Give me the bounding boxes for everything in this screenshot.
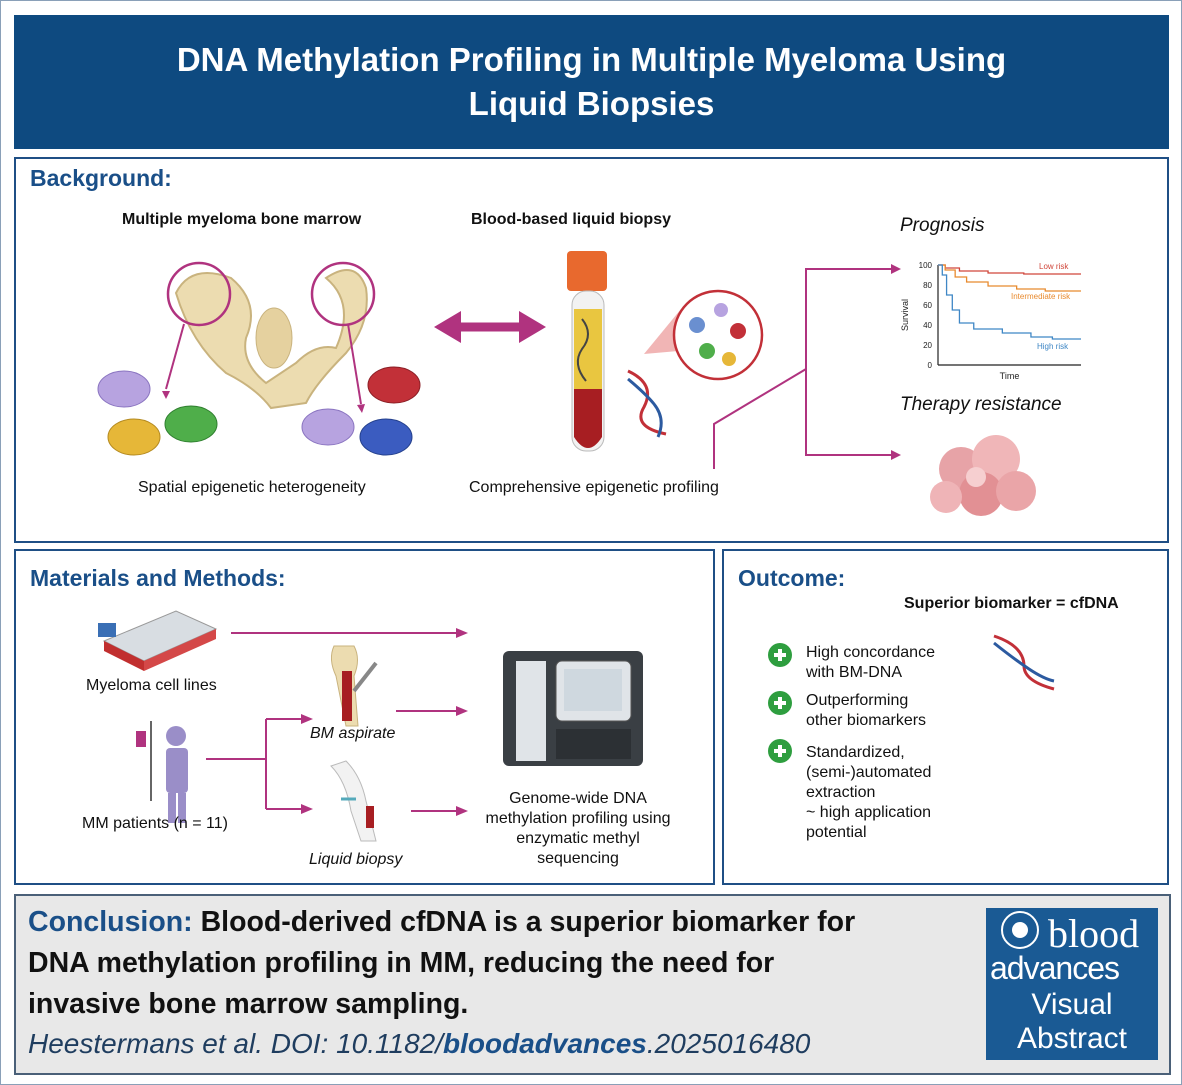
bm-aspirate-label: BM aspirate [310, 725, 396, 742]
outcome-item: Outperforming other biomarkers [806, 692, 927, 729]
liquid-biopsy-method-label: Liquid biopsy [309, 851, 403, 868]
myeloma-cells-right [301, 366, 421, 456]
prognosis-label: Prognosis [900, 215, 985, 236]
outcome-illustrations [768, 634, 1055, 763]
cell-culture-flask-icon [98, 610, 218, 671]
plus-icon [768, 643, 792, 667]
bone-marrow-circle-right [310, 261, 376, 327]
arm-blood-draw-icon [330, 760, 377, 842]
patient-icon [136, 721, 188, 823]
comprehensive-label: Comprehensive epigenetic profiling [469, 479, 719, 496]
myeloma-cells-left [97, 370, 218, 456]
high-risk-curve [938, 264, 1081, 340]
citation: Heestermans et al. DOI: 10.1182/bloodadv… [28, 1028, 811, 1059]
outcome-panel: Outcome: Superior biomarker = cfDNA High… [722, 549, 1169, 885]
spatial-label: Spatial epigenetic heterogeneity [138, 479, 366, 496]
intermediate-risk-curve [938, 264, 1081, 292]
y-tick-label: 0 [928, 361, 933, 370]
outcome-subtitle: Superior biomarker = cfDNA [904, 595, 1119, 612]
blood-advances-logo: blood advances Visual Abstract [986, 908, 1158, 1060]
outcome-heading: Outcome: [738, 565, 846, 591]
bone-marrow-circle-left [166, 261, 232, 327]
background-illustrations [97, 251, 1036, 516]
low-risk-label: Low risk [1039, 262, 1069, 271]
title-banner: DNA Methylation Profiling in Multiple My… [14, 15, 1169, 149]
methods-illustrations [98, 610, 643, 842]
bone-marrow-label: Multiple myeloma bone marrow [122, 211, 362, 228]
y-axis-label: Survival [900, 299, 910, 331]
dna-helix-icon [993, 634, 1055, 691]
background-heading: Background: [30, 165, 172, 191]
intermediate-risk-label: Intermediate risk [1011, 292, 1071, 301]
methods-panel: Materials and Methods: Myeloma cell line… [14, 549, 715, 885]
plus-icon [768, 739, 792, 763]
sequencing-label: Genome-wide DNA methylation profiling us… [485, 790, 671, 867]
double-arrow-icon [434, 311, 546, 343]
cell-lines-label: Myeloma cell lines [86, 677, 217, 694]
seal-icon [1001, 911, 1039, 949]
femur-syringe-icon [330, 645, 378, 727]
high-risk-label: High risk [1037, 342, 1069, 351]
pelvis-icon [174, 269, 368, 410]
liquid-biopsy-label: Blood-based liquid biopsy [471, 211, 671, 228]
methods-heading: Materials and Methods: [30, 565, 286, 591]
outcome-item: Standardized, (semi-)automated extractio… [806, 744, 932, 841]
therapy-resistance-label: Therapy resistance [900, 394, 1062, 415]
title-line-2: Liquid Biopsies [468, 85, 715, 122]
y-tick-label: 40 [923, 321, 932, 330]
conclusion-lead: Conclusion: [28, 906, 193, 938]
x-axis-label: Time [1000, 371, 1020, 381]
y-tick-label: 60 [923, 301, 932, 310]
y-tick-label: 100 [919, 261, 933, 270]
y-tick-label: 20 [923, 341, 932, 350]
outcome-item: High concordance with BM-DNA [806, 644, 935, 681]
patients-label: MM patients (n = 11) [82, 815, 228, 832]
title-line-1: DNA Methylation Profiling in Multiple My… [176, 41, 1007, 78]
plus-icon [768, 691, 792, 715]
dna-helix-icon [627, 369, 667, 438]
blood-tube-icon [567, 251, 607, 452]
tumor-cluster-icon [930, 435, 1036, 516]
conclusion-text: Conclusion: Blood-derived cfDNA is a sup… [28, 906, 856, 1020]
sequencer-icon [503, 651, 643, 766]
cfdna-magnifier [644, 289, 764, 381]
y-tick-label: 80 [923, 281, 932, 290]
conclusion-panel: Conclusion: Blood-derived cfDNA is a sup… [14, 894, 1171, 1075]
